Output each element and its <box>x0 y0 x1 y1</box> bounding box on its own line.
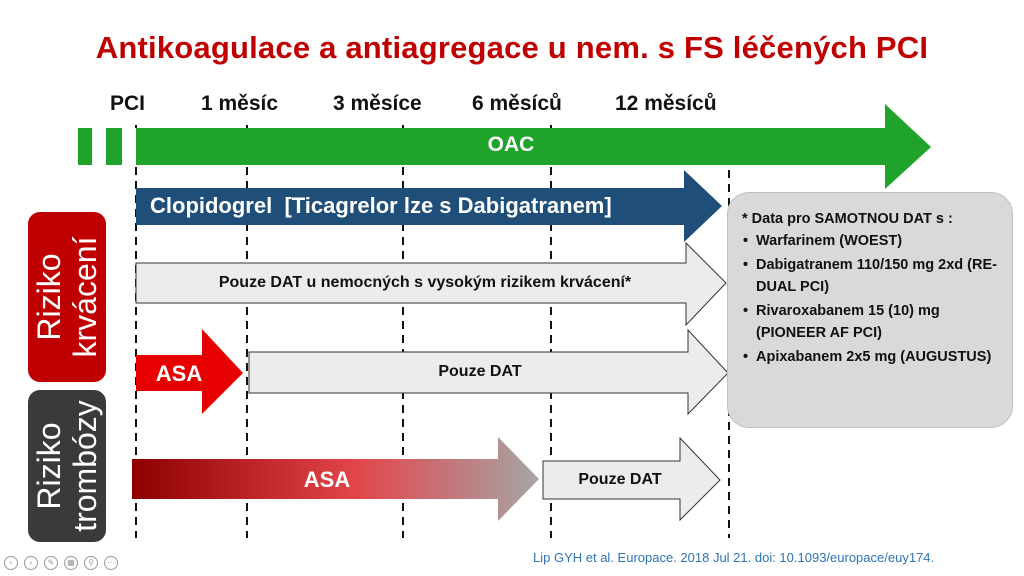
asa-thrombosis-label: ASA <box>303 467 351 492</box>
dat-thrombosis-label: Pouze DAT <box>578 471 662 488</box>
next-slide-icon[interactable]: › <box>24 556 38 570</box>
bleeding-risk-line-1: Riziko <box>31 253 67 341</box>
note-item: Warfarinem (WOEST) <box>743 230 1002 252</box>
thrombosis-risk-box: Riziko trombózy <box>28 390 106 542</box>
bleeding-risk-line-2: krvácení <box>67 236 103 358</box>
note-item: Rivaroxabanem 15 (10) mg (PIONEER AF PCI… <box>743 300 1002 344</box>
note-item: Dabigatranem 110/150 mg 2xd (RE-DUAL PCI… <box>743 254 1002 298</box>
note-list: Warfarinem (WOEST) Dabigatranem 110/150 … <box>742 230 1002 368</box>
slide-title: Antikoagulace a antiagregace u nem. s FS… <box>95 30 929 65</box>
citation: Lip GYH et al. Europace. 2018 Jul 21. do… <box>533 550 935 565</box>
slides-overview-icon[interactable]: ▦ <box>64 556 78 570</box>
timeline-label-1-month: 1 měsíc <box>201 92 279 115</box>
clopidogrel-label: Clopidogrel [Ticagrelor lze s Dabigatran… <box>150 193 612 218</box>
pen-icon[interactable]: ✎ <box>44 556 58 570</box>
zoom-icon[interactable]: ⚲ <box>84 556 98 570</box>
asa-bleeding-label: ASA <box>155 361 203 386</box>
oac-arrow <box>78 104 931 189</box>
dat-high-bleeding-arrow <box>135 241 727 327</box>
previous-slide-icon[interactable]: ‹ <box>4 556 18 570</box>
more-options-icon[interactable]: ⋯ <box>104 556 118 570</box>
bleeding-risk-box: Riziko krvácení <box>28 212 106 382</box>
asa-bleeding-arrow <box>136 329 243 414</box>
oac-stripe-1 <box>92 128 106 165</box>
dat-thrombosis-arrow <box>542 436 721 522</box>
timeline-label-12-months: 12 měsíců <box>615 92 717 115</box>
oac-label: OAC <box>487 133 535 156</box>
timeline-label-3-months: 3 měsíce <box>333 92 422 115</box>
dat-data-note: * Data pro SAMOTNOU DAT s : Warfarinem (… <box>727 192 1013 428</box>
timeline-label-6-months: 6 měsíců <box>472 92 562 115</box>
thrombosis-risk-line-1: Riziko <box>31 422 67 510</box>
dat-high-bleeding-label: Pouze DAT u nemocných s vysokým rizikem … <box>218 274 632 291</box>
timeline-label-pci: PCI <box>110 92 146 115</box>
bleeding-risk-label: Riziko krvácení <box>31 237 103 358</box>
asa-thrombosis-arrow <box>132 437 539 521</box>
dat-bleeding-arrow <box>248 328 729 416</box>
thrombosis-risk-label: Riziko trombózy <box>31 400 103 532</box>
thrombosis-risk-line-2: trombózy <box>67 400 103 532</box>
oac-stripe-2 <box>122 128 136 165</box>
note-title: * Data pro SAMOTNOU DAT s : <box>742 211 953 227</box>
note-item: Apixabanem 2x5 mg (AUGUSTUS) <box>743 346 1002 368</box>
dat-bleeding-label: Pouze DAT <box>438 363 522 380</box>
clopidogrel-arrow <box>136 170 722 242</box>
